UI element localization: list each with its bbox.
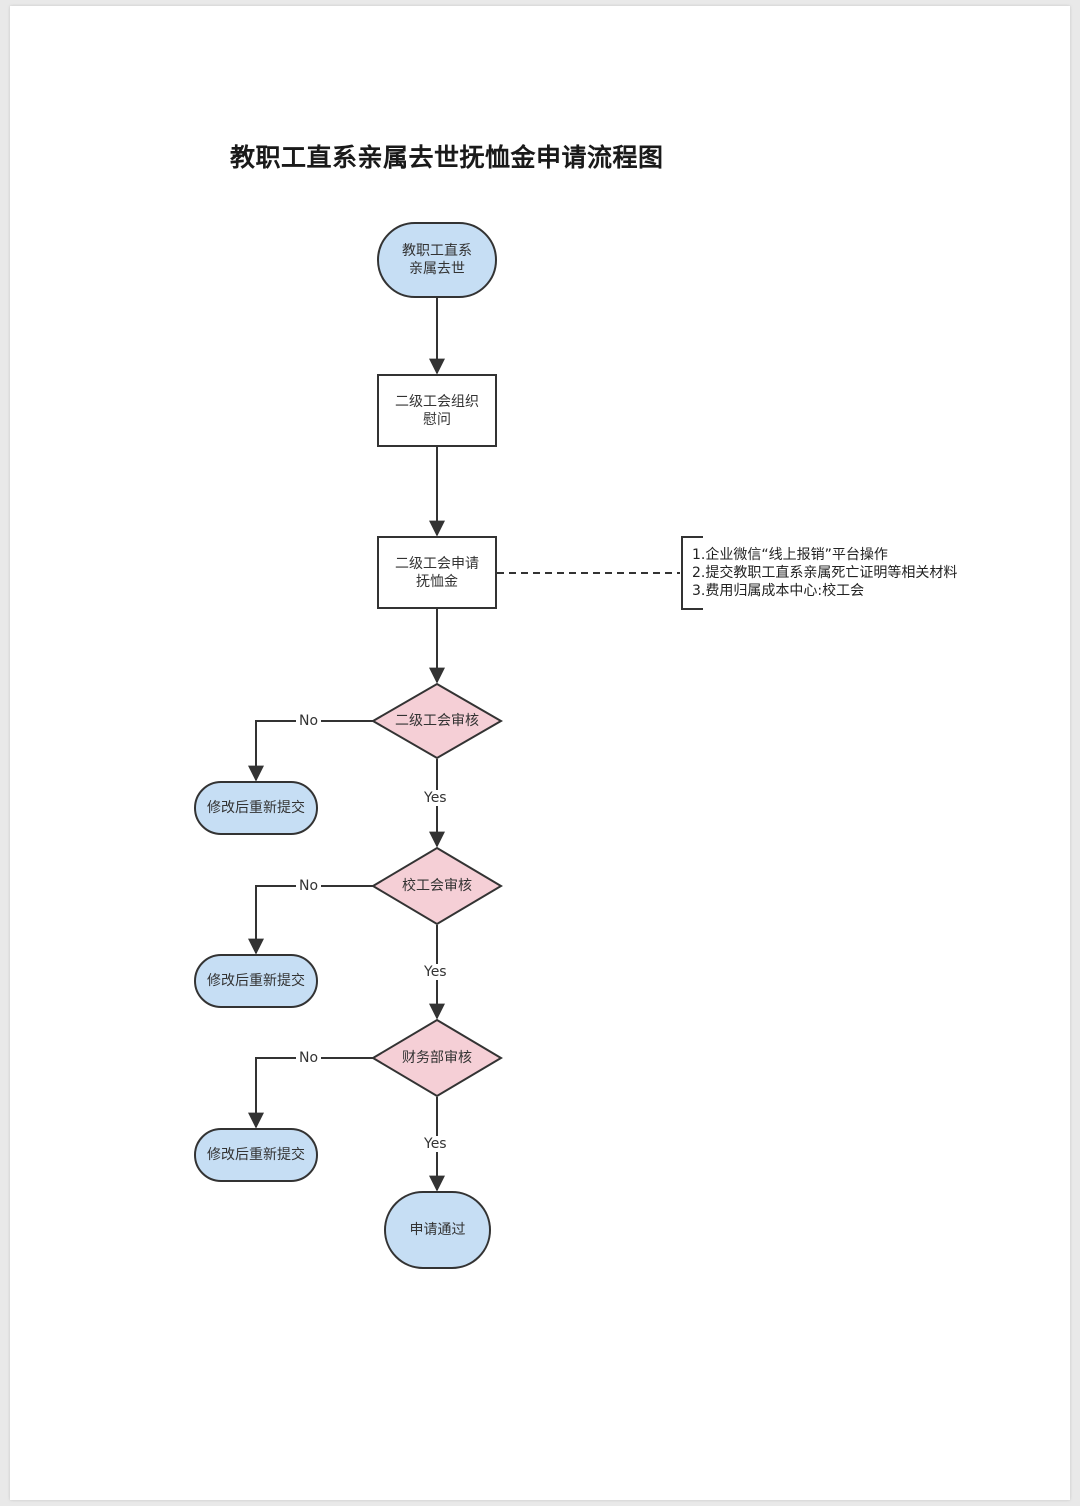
no-label-1: No xyxy=(296,713,322,729)
no-label-2: No xyxy=(296,878,322,894)
review1-diamond xyxy=(371,682,503,760)
yes-label-2: Yes xyxy=(421,964,450,980)
apply-node-label-line1: 二级工会申请 xyxy=(395,555,479,572)
note-line-2: 2.提交教职工直系亲属死亡证明等相关材料 xyxy=(692,565,958,581)
review2-label: 校工会审核 xyxy=(402,878,472,894)
end-node-shape xyxy=(384,1191,491,1269)
note-bracket xyxy=(681,536,703,610)
review2-diamond xyxy=(371,846,503,926)
page-title: 教职工直系亲属去世抚恤金申请流程图 xyxy=(230,143,664,172)
end-label: 申请通过 xyxy=(409,1222,466,1238)
requirements-note: 1.企业微信“线上报销”平台操作 2.提交教职工直系亲属死亡证明等相关材料 3.… xyxy=(692,546,957,600)
resubmit2-shape xyxy=(194,954,318,1008)
resubmit2-node: 修改后重新提交 xyxy=(195,955,317,1007)
start-node-label-line1: 教职工直系 xyxy=(402,243,472,259)
visit-node-label-line1: 二级工会组织 xyxy=(395,393,479,410)
apply-node-shape xyxy=(377,536,497,609)
apply-node-label-line2: 抚恤金 xyxy=(416,573,458,590)
start-node-label-line2: 亲属去世 xyxy=(409,261,465,277)
resubmit2-label: 修改后重新提交 xyxy=(207,973,305,989)
arrow-review2-no xyxy=(248,885,373,955)
resubmit1-shape xyxy=(194,781,318,835)
review1-node: 二级工会审核 xyxy=(373,684,501,758)
note-line-3: 3.费用归属成本中心:校工会 xyxy=(692,583,865,599)
start-node-shape xyxy=(377,222,497,298)
review1-label: 二级工会审核 xyxy=(395,713,479,729)
visit-node: 二级工会组织 慰问 xyxy=(378,375,496,446)
review3-diamond xyxy=(371,1018,503,1098)
start-node: 教职工直系 亲属去世 xyxy=(378,223,496,297)
resubmit3-label: 修改后重新提交 xyxy=(207,1147,305,1163)
visit-node-shape xyxy=(377,374,497,447)
review2-node: 校工会审核 xyxy=(373,848,501,924)
note-line-1: 1.企业微信“线上报销”平台操作 xyxy=(692,547,888,563)
document-page xyxy=(10,6,1070,1500)
resubmit1-label: 修改后重新提交 xyxy=(207,800,305,816)
yes-label-1: Yes xyxy=(421,790,450,806)
arrow-review3-no xyxy=(248,1057,373,1129)
no-label-3: No xyxy=(296,1050,322,1066)
resubmit3-shape xyxy=(194,1128,318,1182)
end-node: 申请通过 xyxy=(385,1192,490,1268)
visit-node-label-line2: 慰问 xyxy=(423,411,451,428)
apply-node: 二级工会申请 抚恤金 xyxy=(378,537,496,608)
arrow-review1-no xyxy=(248,720,373,782)
resubmit3-node: 修改后重新提交 xyxy=(195,1129,317,1181)
resubmit1-node: 修改后重新提交 xyxy=(195,782,317,834)
review3-label: 财务部审核 xyxy=(402,1050,472,1066)
review3-node: 财务部审核 xyxy=(373,1020,501,1096)
yes-label-3: Yes xyxy=(421,1136,450,1152)
